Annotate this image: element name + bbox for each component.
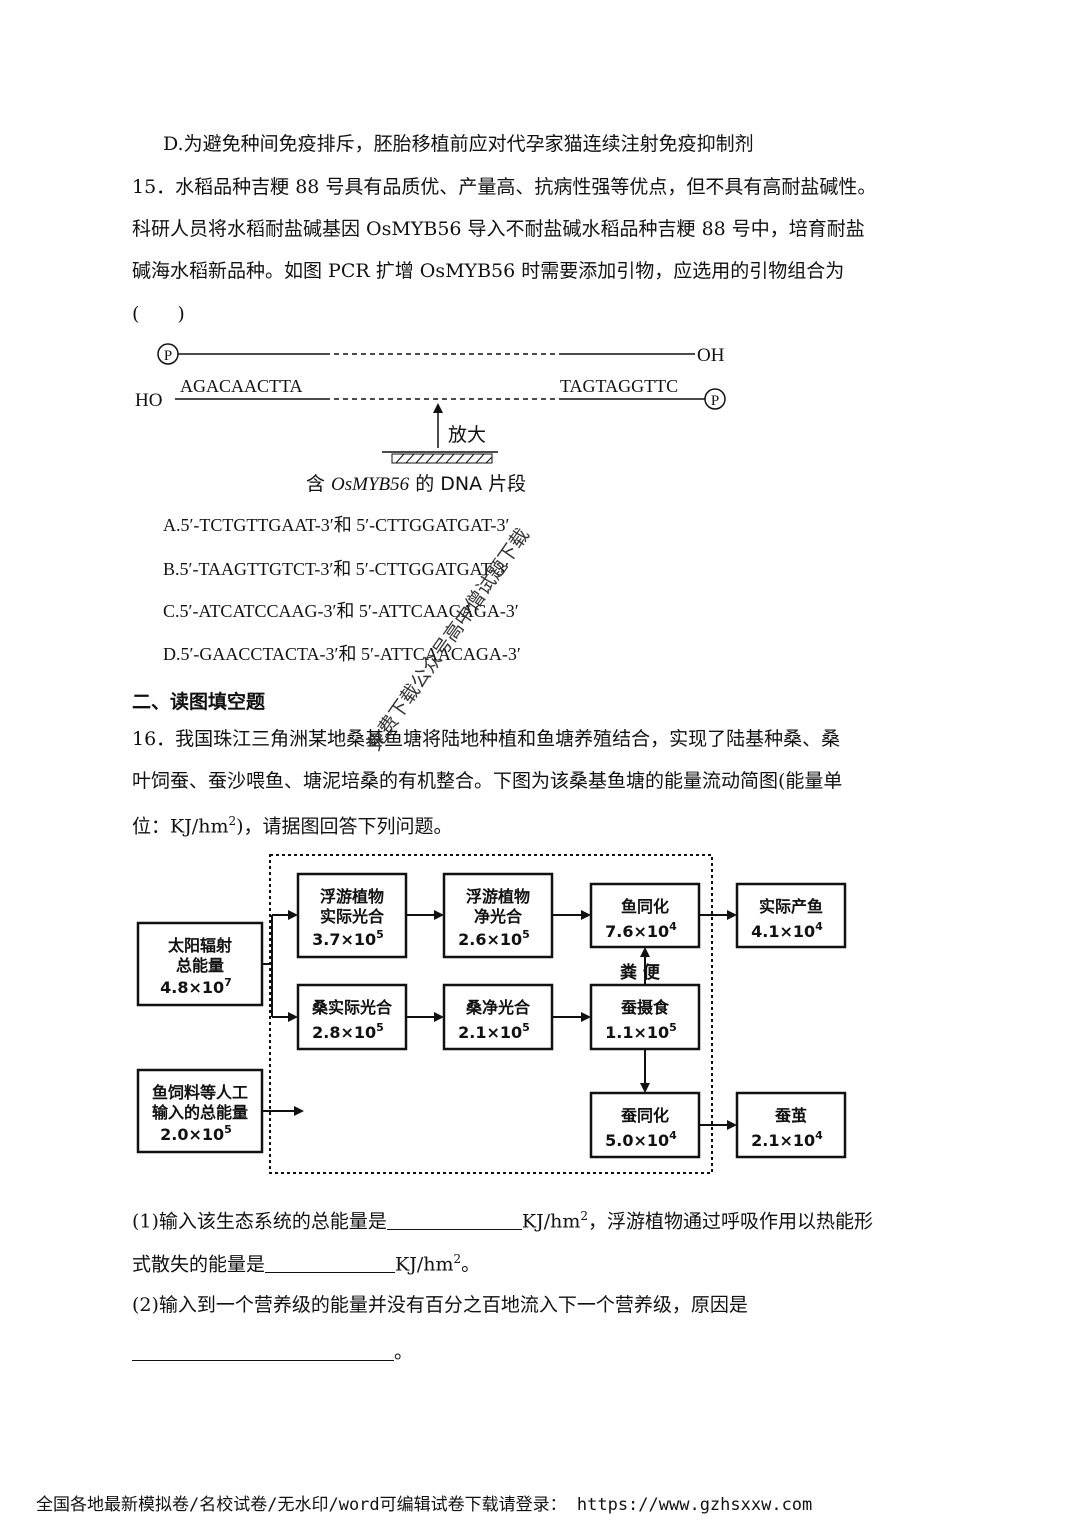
- oh-label-right: OH: [697, 345, 725, 366]
- energy-flow-diagram: 太阳辐射 总能量 4.8×107 浮游植物 实际光合 3.7×105 浮游植物 …: [136, 854, 847, 1174]
- q15-stem-line-1: 15．水稻品种吉粳 88 号具有品质优、产量高、抗病性强等优点，但不具有高耐盐碱…: [132, 176, 877, 198]
- q16-stem-line-3: 位：KJ/hm2)，请据图回答下列问题。: [132, 814, 453, 838]
- plankton-gross-photosynthesis-box: 浮游植物 实际光合 3.7×105: [296, 872, 408, 959]
- svg-text:鱼同化: 鱼同化: [621, 897, 669, 916]
- feces-label: 粪 便: [620, 962, 661, 983]
- q15-option-a: A.5′-TCTGTTGAAT-3′和 5′-CTTGGATGAT-3′: [163, 515, 510, 535]
- answer-blank-heat-loss[interactable]: [265, 1254, 396, 1274]
- svg-text:2.8×105: 2.8×105: [312, 1021, 384, 1042]
- svg-text:太阳辐射: 太阳辐射: [167, 936, 232, 955]
- dna-primer-diagram: P OH HO AGACAACTTA TAGTAGGTTC P 放大 含 OsM…: [135, 343, 726, 495]
- actual-fish-yield-box: 实际产鱼 4.1×104: [735, 882, 847, 949]
- svg-text:实际产鱼: 实际产鱼: [759, 897, 823, 916]
- dna-fragment-icon: [382, 451, 498, 464]
- fish-assimilation-box: 鱼同化 7.6×104: [589, 882, 701, 949]
- watermark-text: 免费下载公众号高中僧试题下载: [363, 524, 534, 755]
- phosphate-label-left: P: [164, 348, 172, 364]
- q14-option-d: D.为避免种间免疫排斥，胚胎移植前应对代孕家猫连续注射免疫抑制剂: [163, 133, 754, 155]
- ecosystem-boundary: [269, 854, 713, 1174]
- svg-text:蚕摄食: 蚕摄食: [620, 998, 670, 1017]
- dna-fragment-caption: 含 OsMYB56 的 DNA 片段: [306, 473, 526, 495]
- svg-text:蚕茧: 蚕茧: [774, 1106, 807, 1125]
- q15-stem-line-3: 碱海水稻新品种。如图 PCR 扩增 OsMYB56 时需要添加引物，应选用的引物…: [132, 260, 845, 282]
- svg-text:2.6×105: 2.6×105: [458, 928, 530, 949]
- svg-text:浮游植物: 浮游植物: [466, 887, 530, 906]
- svg-text:2.1×104: 2.1×104: [751, 1129, 823, 1150]
- q15-option-d: D.5′-GAACCTACTA-3′和 5′-ATTCAACAGA-3′: [163, 644, 521, 664]
- svg-text:鱼饲料等人工: 鱼饲料等人工: [152, 1083, 248, 1102]
- svg-text:蚕同化: 蚕同化: [620, 1106, 669, 1125]
- left-sequence: AGACAACTTA: [180, 376, 303, 396]
- q16-stem-line-1: 16．我国珠江三角洲某地桑基鱼塘将陆地种植和鱼塘养殖结合，实现了陆基种桑、桑: [132, 728, 841, 750]
- q16-part2-line-1: (2)输入到一个营养级的能量并没有百分之百地流入下一个营养级，原因是: [132, 1294, 748, 1316]
- svg-text:桑净光合: 桑净光合: [465, 998, 531, 1017]
- svg-text:输入的总能量: 输入的总能量: [152, 1103, 248, 1122]
- silkworm-assimilation-box: 蚕同化 5.0×104: [589, 1091, 701, 1159]
- flow-arrows: [262, 910, 737, 1130]
- svg-text:3.7×105: 3.7×105: [312, 928, 384, 949]
- svg-text:2.1×105: 2.1×105: [458, 1021, 530, 1042]
- section-title: 二、读图填空题: [132, 691, 266, 713]
- right-sequence: TAGTAGGTTC: [560, 376, 678, 396]
- mulberry-gross-photosynthesis-box: 桑实际光合 2.8×105: [296, 983, 408, 1051]
- solar-radiation-box: 太阳辐射 总能量 4.8×107: [136, 921, 264, 1007]
- magnify-label: 放大: [448, 424, 486, 446]
- svg-text:浮游植物: 浮游植物: [320, 887, 384, 906]
- q16-part2-line-2: 。: [132, 1342, 413, 1362]
- svg-text:总能量: 总能量: [176, 956, 224, 975]
- mulberry-net-photosynthesis-box: 桑净光合 2.1×105: [442, 983, 554, 1051]
- svg-text:5.0×104: 5.0×104: [605, 1129, 677, 1150]
- q15-option-c: C.5′-ATCATCCAAG-3′和 5′-ATTCAACAGA-3′: [163, 601, 519, 621]
- q15-answer-paren: ( ): [132, 303, 185, 325]
- svg-text:桑实际光合: 桑实际光合: [311, 998, 393, 1017]
- cocoon-box: 蚕茧 2.1×104: [735, 1091, 847, 1159]
- svg-text:4.8×107: 4.8×107: [160, 976, 232, 997]
- svg-text:4.1×104: 4.1×104: [751, 920, 823, 941]
- svg-text:净光合: 净光合: [474, 907, 523, 926]
- q15-option-b: B.5′-TAAGTTGTCT-3′和 5′-CTTGGATGAT-3′: [163, 559, 509, 579]
- q15-stem-line-2: 科研人员将水稻耐盐碱基因 OsMYB56 导入不耐盐碱水稻品种吉粳 88 号中，…: [132, 218, 865, 240]
- svg-text:实际光合: 实际光合: [320, 907, 385, 926]
- magnify-arrow-icon: [433, 403, 443, 413]
- footer-text: 全国各地最新模拟卷/名校试卷/无水印/word可编辑试卷下载请登录： https…: [36, 1495, 813, 1515]
- answer-blank-reason[interactable]: [132, 1342, 394, 1361]
- svg-text:1.1×105: 1.1×105: [605, 1021, 677, 1042]
- q16-stem-line-2: 叶饲蚕、蚕沙喂鱼、塘泥培桑的有机整合。下图为该桑基鱼塘的能量流动简图(能量单: [132, 770, 843, 792]
- ho-label-left: HO: [135, 390, 162, 411]
- answer-blank-total-energy[interactable]: [386, 1211, 522, 1231]
- plankton-net-photosynthesis-box: 浮游植物 净光合 2.6×105: [442, 872, 554, 959]
- svg-text:2.0×105: 2.0×105: [160, 1123, 232, 1144]
- silkworm-intake-box: 蚕摄食 1.1×105: [589, 983, 701, 1051]
- artificial-feed-input-box: 鱼饲料等人工 输入的总能量 2.0×105: [136, 1068, 264, 1154]
- phosphate-label-right: P: [711, 393, 719, 409]
- svg-text:7.6×104: 7.6×104: [605, 920, 677, 941]
